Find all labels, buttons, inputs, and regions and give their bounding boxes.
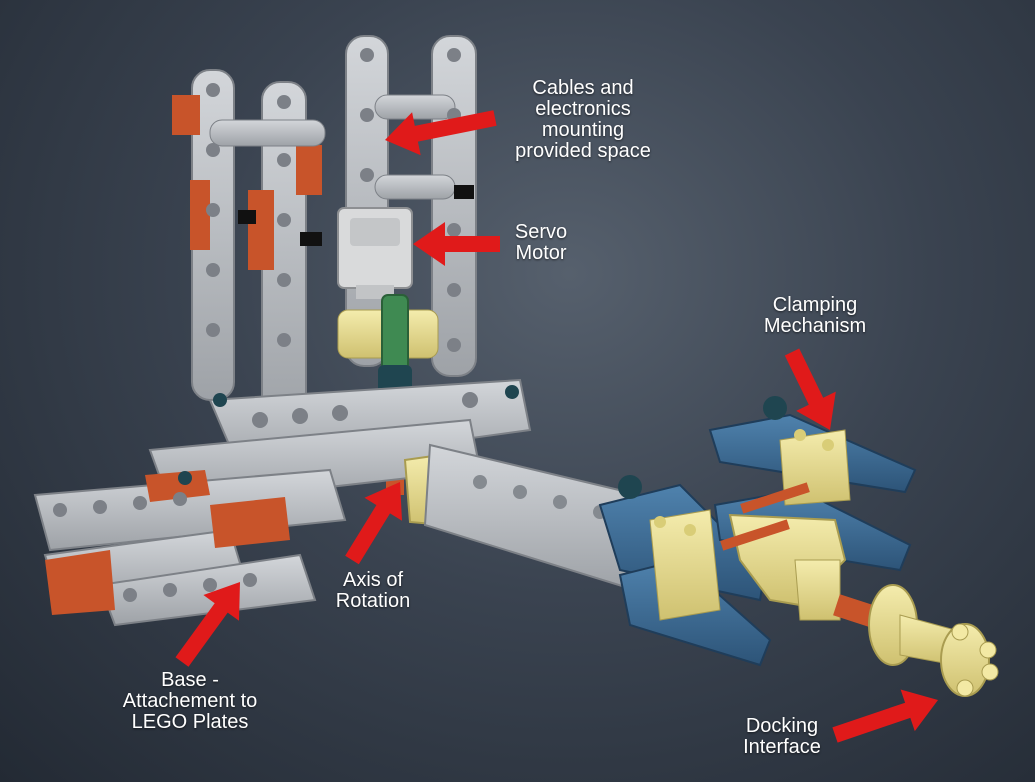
docking-interface	[833, 585, 998, 696]
label-line: Axis of	[318, 570, 428, 591]
label-base-attachment: Base - Attachement to LEGO Plates	[100, 670, 280, 733]
tower-frame	[172, 36, 476, 422]
label-line: Mechanism	[745, 316, 885, 337]
label-line: Motor	[496, 243, 586, 264]
label-line: mounting	[488, 120, 678, 141]
label-line: Docking	[722, 716, 842, 737]
label-line: Servo	[496, 222, 586, 243]
arrow-docking	[832, 690, 938, 743]
label-line: Attachement to	[100, 691, 280, 712]
label-docking-interface: Docking Interface	[722, 716, 842, 758]
label-cables-electronics: Cables and electronics mounting provided…	[488, 78, 678, 162]
label-clamping-mechanism: Clamping Mechanism	[745, 295, 885, 337]
label-axis-of-rotation: Axis of Rotation	[318, 570, 428, 612]
label-line: LEGO Plates	[100, 712, 280, 733]
label-line: Clamping	[745, 295, 885, 316]
servo-motor	[338, 208, 412, 299]
arrow-axis	[345, 482, 402, 564]
label-line: Rotation	[318, 591, 428, 612]
label-servo-motor: Servo Motor	[496, 222, 586, 264]
label-line: provided space	[488, 141, 678, 162]
label-line: Base -	[100, 670, 280, 691]
label-line: Interface	[722, 737, 842, 758]
label-line: Cables and	[488, 78, 678, 99]
label-line: electronics	[488, 99, 678, 120]
